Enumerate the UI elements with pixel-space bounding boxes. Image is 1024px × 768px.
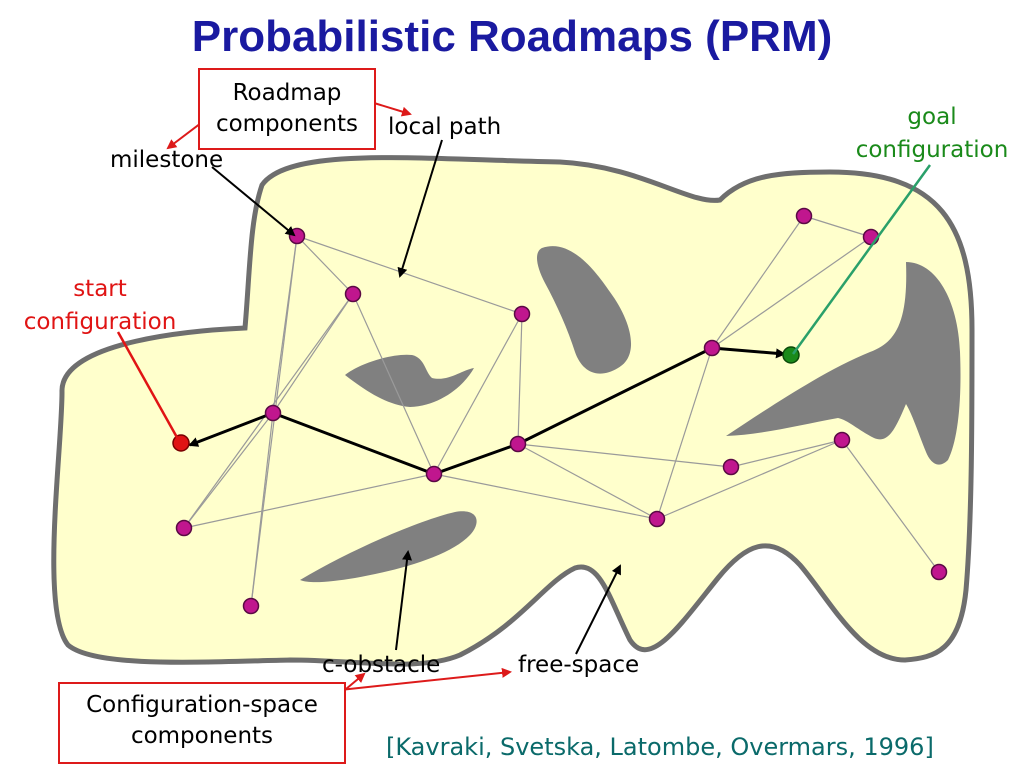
milestone-node [288,227,306,245]
local-path-edge [183,473,435,529]
local-path-edge [517,313,523,445]
roadmap-components-line2: components [215,111,359,137]
c-obstacle-label: c-obstacle [322,652,441,678]
milestone-node [862,228,880,246]
milestone-node [703,339,721,357]
milestone-node [242,597,260,615]
citation: [Kavraki, Svetska, Latombe, Overmars, 19… [386,733,934,761]
start-configuration-node [172,434,190,452]
obstacle-elongated [300,511,477,583]
solution-path [272,346,713,476]
start-configuration-label: start configuration [8,274,192,337]
cspace-to-free-space-arrow [339,667,512,691]
start-label-line1: start [73,276,127,302]
goal-pointer [791,164,932,355]
local-path-edge [433,313,523,475]
path-to-start-arrow [188,411,274,447]
start-pointer [116,331,181,442]
c-obstacle-pointer [395,550,412,651]
local-path-edge [803,215,872,238]
milestone-node [833,431,851,449]
local-path-edge [272,293,354,414]
goal-label-line1: goal [907,104,957,130]
local-path-edge [711,215,805,349]
local-path-edge [841,439,940,573]
local-path-edge [296,235,354,295]
milestone-node [425,465,443,483]
goal-label-line2: configuration [855,137,1009,163]
obstacle-small [345,354,474,407]
obstacle-crescent [536,246,632,374]
milestone-node [513,305,531,323]
cspace-components-line1: Configuration-space [86,692,318,718]
milestone-label: milestone [110,147,224,173]
milestone-node [648,510,666,528]
local-path-edge [352,293,435,475]
roadmap-to-local-path-arrow [373,102,412,117]
milestone-node [722,458,740,476]
roadmap-components-line1: Roadmap [232,80,342,106]
start-label-line2: configuration [23,309,177,335]
roadmap-components-box: Roadmap components [198,68,376,150]
local-path-pointer [397,139,443,278]
local-path-edge [656,347,713,520]
milestone-node [344,285,362,303]
goal-configuration-label: goal configuration [842,102,1022,165]
local-path-edge [517,443,732,468]
milestone-node [264,404,282,422]
free-space-pointer [575,564,621,655]
local-path-edge [730,439,843,468]
milestone-node [509,435,527,453]
free-space-label: free-space [518,652,640,678]
obstacle-wedge [726,262,961,465]
milestone-pointer [211,166,296,237]
local-path-label: local path [388,114,502,140]
free-space-region [51,155,975,667]
milestone-node [930,563,948,581]
local-path-edge [183,412,274,529]
local-path-edge [296,235,523,315]
configuration-space-components-box: Configuration-space components [58,682,346,764]
milestone-node [175,519,193,537]
path-to-goal-arrow [711,346,786,359]
local-path-edge [250,412,274,607]
local-path-edge [517,443,658,520]
local-path-edge [433,473,658,520]
local-path-edge [656,439,843,520]
cspace-components-line2: components [130,723,274,749]
local-path-edge [711,236,872,349]
page-title: Probabilistic Roadmaps (PRM) [191,12,833,61]
milestone-node [795,207,813,225]
